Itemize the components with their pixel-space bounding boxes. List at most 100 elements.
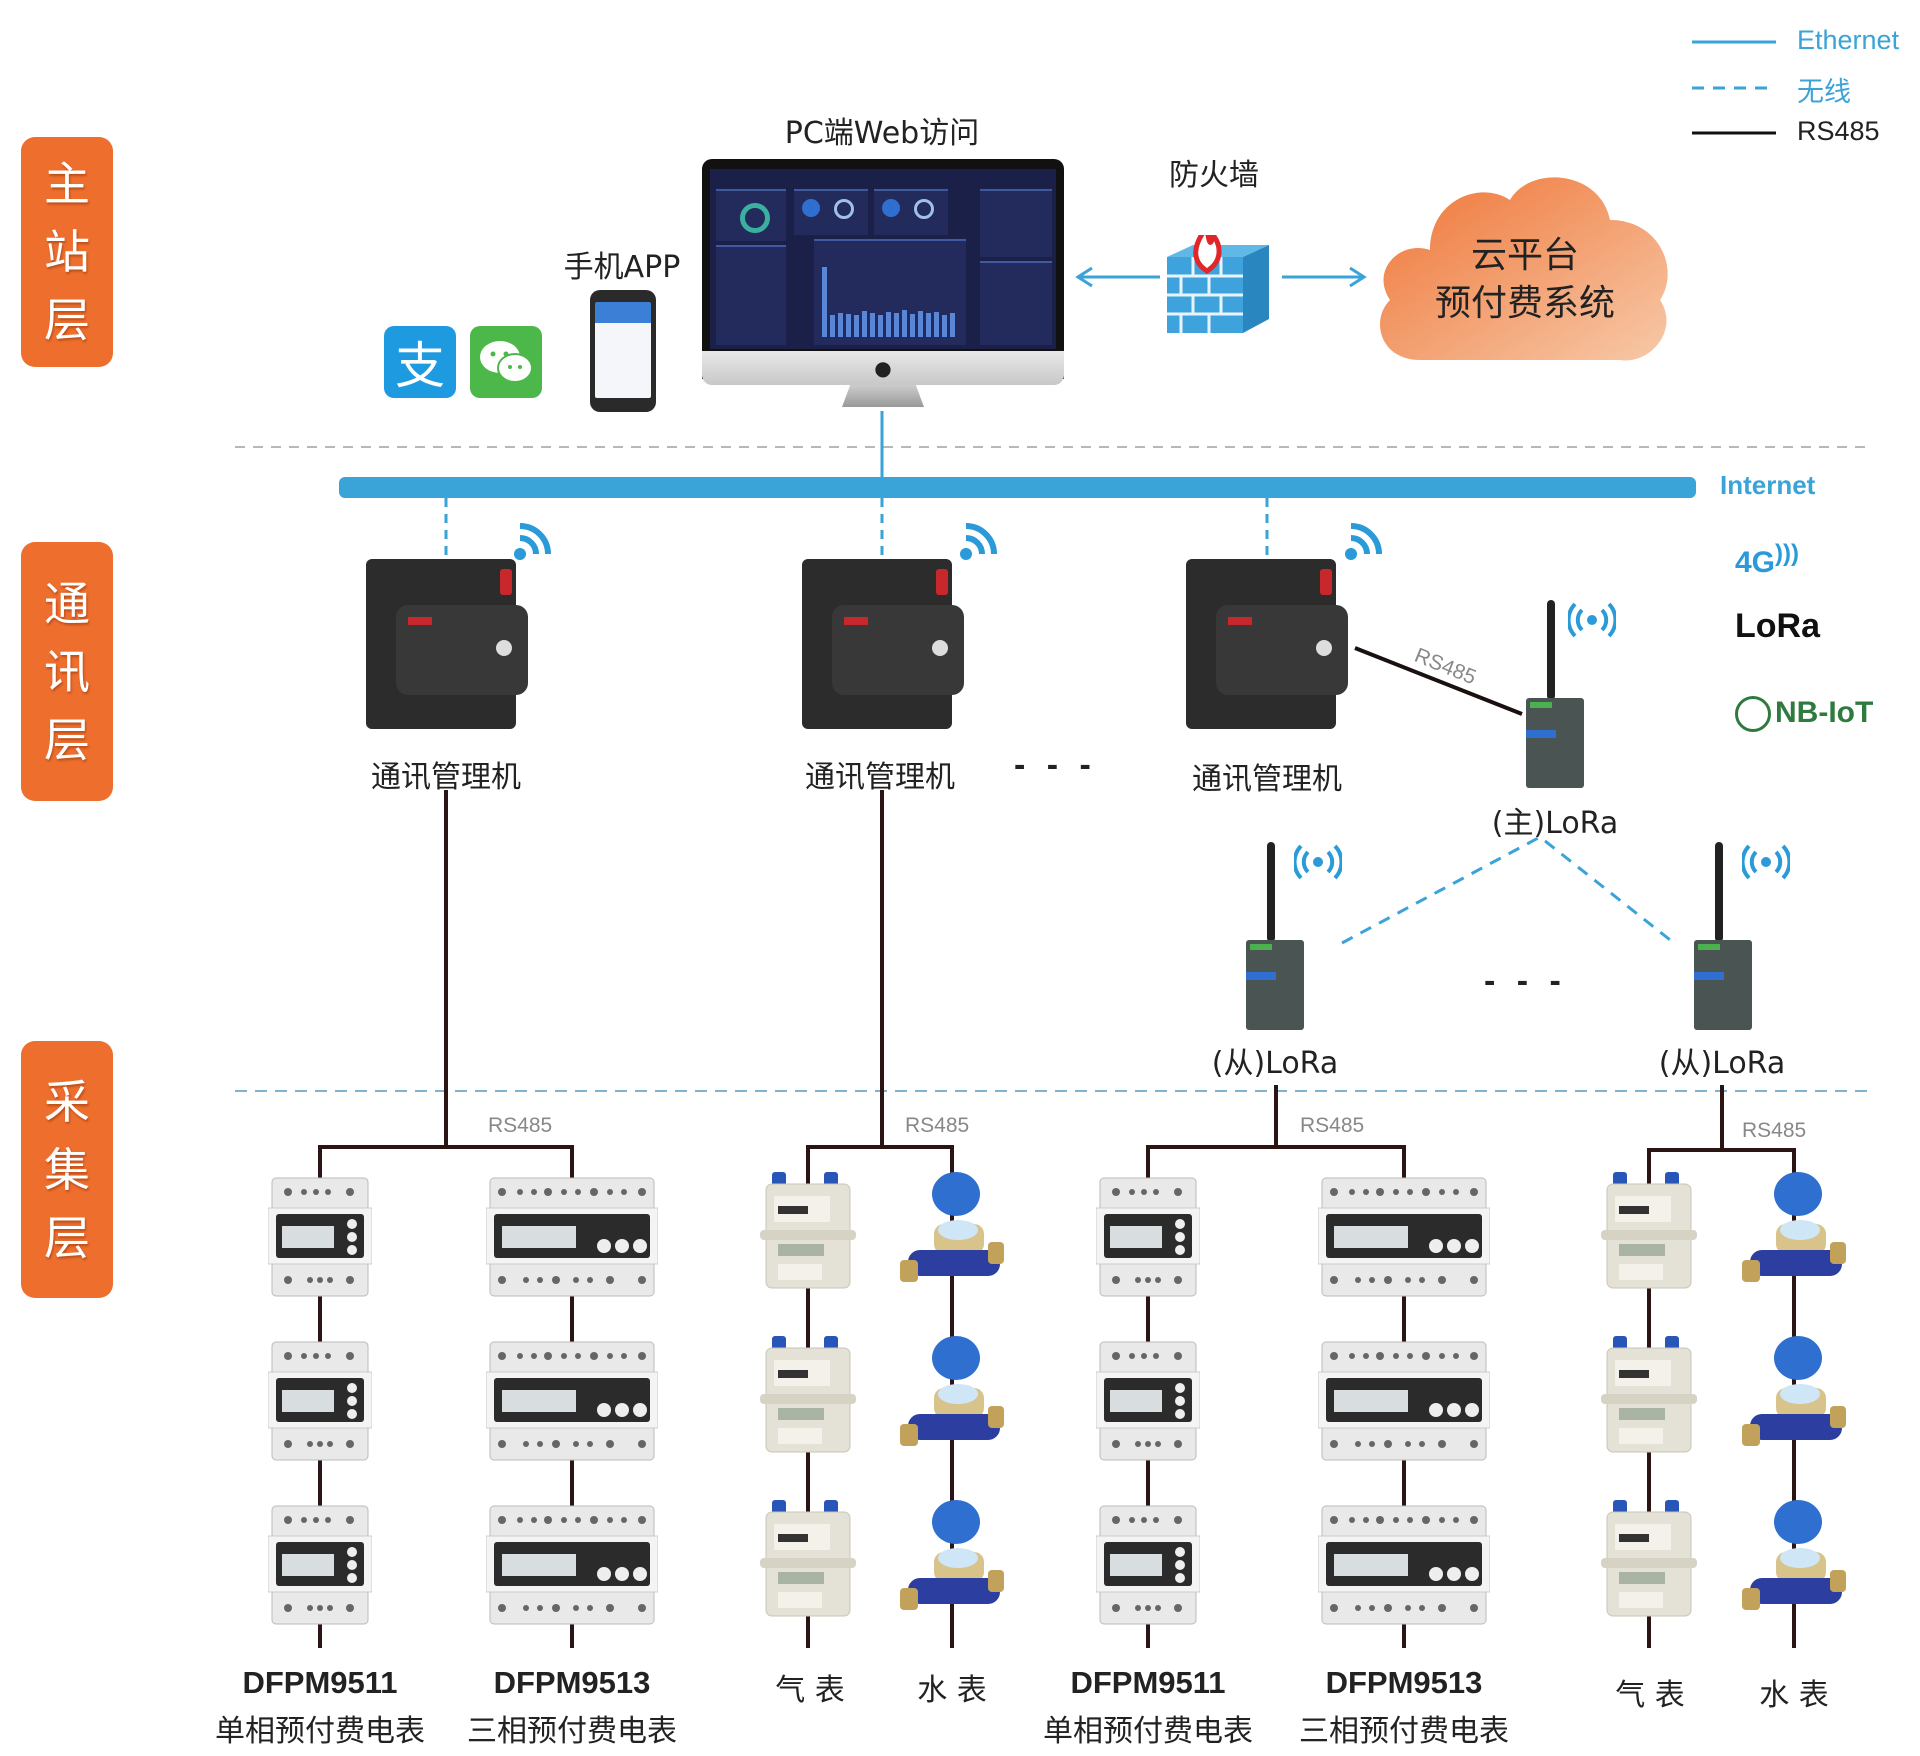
rs485-branch-2	[806, 1145, 954, 1180]
arrow-head-left	[1075, 266, 1093, 288]
ring-icon	[914, 199, 934, 219]
three-phase-meter	[1317, 1172, 1491, 1306]
rs485-branch-3	[1146, 1145, 1406, 1175]
tech-4g-icon: 4G)))	[1735, 540, 1800, 579]
dashboard-panel	[794, 189, 868, 235]
master-lora-label: (主)LoRa	[1491, 806, 1619, 841]
single-phase-meter	[267, 1500, 373, 1634]
gauge-icon	[882, 199, 900, 217]
wireless-signal-icon	[1742, 844, 1790, 880]
layer-char: 讯	[44, 644, 90, 699]
ring-icon	[834, 199, 854, 219]
layer-char: 通	[44, 576, 90, 631]
gas-meter	[760, 1500, 856, 1624]
meter-model-label: DFPM9511	[242, 1665, 398, 1700]
rs485-comm-to-lora	[1354, 646, 1523, 716]
internet-label: Internet	[1720, 470, 1816, 500]
meter-desc-label: 单相预付费电表	[1043, 1714, 1253, 1749]
donut-chart-icon	[740, 203, 770, 233]
meter-model-label: DFPM9511	[1070, 1665, 1226, 1700]
meter-desc-label: 三相预付费电表	[467, 1714, 677, 1749]
tech-lora-icon: LoRa	[1735, 607, 1820, 646]
dashboard-panel	[980, 261, 1052, 345]
slave-lora-device	[1694, 842, 1752, 1030]
meter-desc-label: 气 表	[775, 1673, 845, 1708]
comm-manager-device	[1186, 559, 1348, 729]
slave-lora-label: (从)LoRa	[1211, 1046, 1339, 1081]
cloud-platform-line2: 预付费系统	[1434, 283, 1615, 324]
comm-manager-device	[802, 559, 964, 729]
dashboard-panel	[980, 189, 1052, 257]
layer-char: 层	[44, 293, 90, 347]
three-phase-meter	[1317, 1336, 1491, 1470]
meter-desc-label: 水 表	[1759, 1678, 1829, 1713]
comm-ellipsis: - - -	[1014, 746, 1097, 784]
wifi-icon	[960, 523, 997, 560]
legend-wireless-label: 无线	[1797, 77, 1851, 108]
comm-manager-device	[366, 559, 528, 729]
wireless-signal-icon	[1294, 844, 1342, 880]
water-meter	[1740, 1172, 1848, 1300]
gas-meter	[1601, 1336, 1697, 1460]
single-phase-meter	[1095, 1500, 1201, 1634]
three-phase-meter	[1317, 1500, 1491, 1634]
firewall-label: 防火墙	[1169, 158, 1259, 193]
gas-meter	[760, 1336, 856, 1460]
gauge-icon	[802, 199, 820, 217]
wechat-icon	[470, 326, 542, 398]
layer-tab-collection: 采 集 层	[21, 1041, 113, 1298]
rs485-branch-1	[318, 1145, 574, 1175]
slave-lora-label: (从)LoRa	[1658, 1046, 1786, 1081]
layer-char: 层	[44, 1210, 90, 1265]
meter-model-label: DFPM9513	[1325, 1665, 1483, 1700]
rs485-bus-label: RS485	[488, 1114, 553, 1137]
comm-manager-label: 通讯管理机	[805, 760, 955, 795]
gas-meter	[1601, 1500, 1697, 1624]
gas-meter	[760, 1172, 856, 1296]
dashboard-panel	[716, 245, 786, 345]
rs485-bus-label: RS485	[1300, 1114, 1365, 1137]
water-meter	[1740, 1500, 1848, 1628]
dashboard-bar-chart	[814, 239, 966, 345]
wifi-icon	[514, 523, 551, 560]
three-phase-meter	[485, 1500, 659, 1634]
layer-char: 主	[44, 157, 90, 211]
water-meter	[1740, 1336, 1848, 1464]
single-phase-meter	[267, 1336, 373, 1470]
tech-4g-label: 4G	[1735, 546, 1776, 579]
pc-web-label: PC端Web访问	[784, 116, 980, 151]
apple-logo-icon: ●	[702, 351, 1064, 385]
master-lora-device	[1526, 600, 1584, 788]
gas-meter	[1601, 1172, 1697, 1296]
tech-lora-label: LoRa	[1735, 607, 1820, 645]
water-meter	[898, 1336, 1006, 1464]
rs485-bus-label: RS485	[905, 1114, 970, 1137]
dashboard-screen	[710, 169, 1056, 349]
single-phase-meter	[1095, 1336, 1201, 1470]
meter-desc-label: 三相预付费电表	[1299, 1714, 1509, 1749]
wireless-master-to-slaves	[1341, 835, 1675, 945]
lora-ellipsis: - - -	[1484, 962, 1567, 1000]
legend-ethernet-label: Ethernet	[1797, 25, 1900, 55]
cloud-icon	[1380, 177, 1668, 361]
mobile-phone	[590, 290, 656, 412]
wireless-signal-icon	[1568, 602, 1616, 638]
alipay-icon: 支	[384, 326, 456, 398]
wifi-icon	[1345, 523, 1382, 560]
cloud-platform-label: 云平台 预付费系统	[1370, 232, 1680, 328]
single-phase-meter	[1095, 1172, 1201, 1306]
meter-desc-label: 单相预付费电表	[215, 1714, 425, 1749]
comm-manager-label: 通讯管理机	[371, 760, 521, 795]
single-phase-meter	[267, 1172, 373, 1306]
monitor-stand	[842, 385, 924, 407]
rs485-branch-4	[1647, 1148, 1796, 1180]
layer-char: 层	[44, 712, 90, 767]
water-meter	[898, 1500, 1006, 1628]
tech-nbiot-icon: NB-IoT	[1735, 696, 1873, 733]
rs485-bus-label: RS485	[1742, 1119, 1807, 1142]
water-meter	[898, 1172, 1006, 1300]
layer-char: 采	[44, 1074, 90, 1129]
internet-bus	[339, 477, 1696, 498]
comm-manager-label: 通讯管理机	[1192, 762, 1342, 797]
cloud-platform-line1: 云平台	[1470, 235, 1579, 276]
